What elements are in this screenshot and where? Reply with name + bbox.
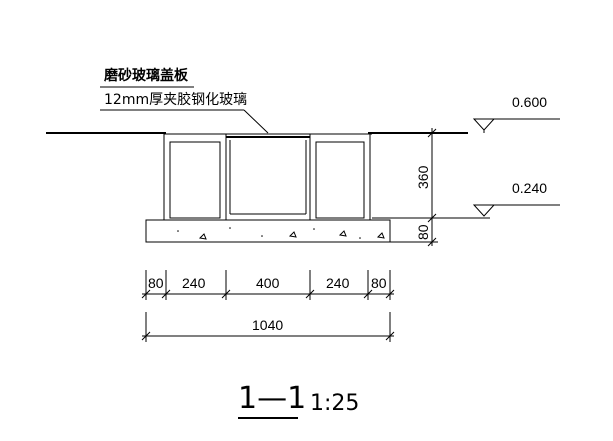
scale-label: 1:25 [310,391,359,416]
horizontal-dimension-chain [141,270,395,300]
vertical-dimension [390,128,438,247]
elevation-top-marker [472,118,560,133]
inner-channel [225,137,311,218]
elevation-bottom-marker [372,204,560,219]
wall-height-label: 360 [415,165,431,189]
dim-right-offset: 80 [371,275,387,291]
elevation-bottom-label: 0.240 [512,180,547,196]
dim-left-wall: 240 [182,275,206,291]
glass-label: 12mm厚夹胶钢化玻璃 [104,91,247,108]
dim-left-offset: 80 [148,275,164,291]
dim-right-wall: 240 [326,275,350,291]
cover-label: 磨砂玻璃盖板 [104,67,189,84]
ground-line [46,132,468,138]
elevation-top-label: 0.600 [512,94,547,110]
label-leaders [100,86,269,134]
dim-total: 1040 [252,317,283,333]
section-title: 1—1 [238,381,306,416]
concrete-base [145,219,391,243]
dim-inner: 400 [256,275,280,291]
right-wall [309,133,371,221]
total-dimension [141,312,395,342]
left-wall [163,133,227,221]
base-height-label: 80 [415,224,431,240]
